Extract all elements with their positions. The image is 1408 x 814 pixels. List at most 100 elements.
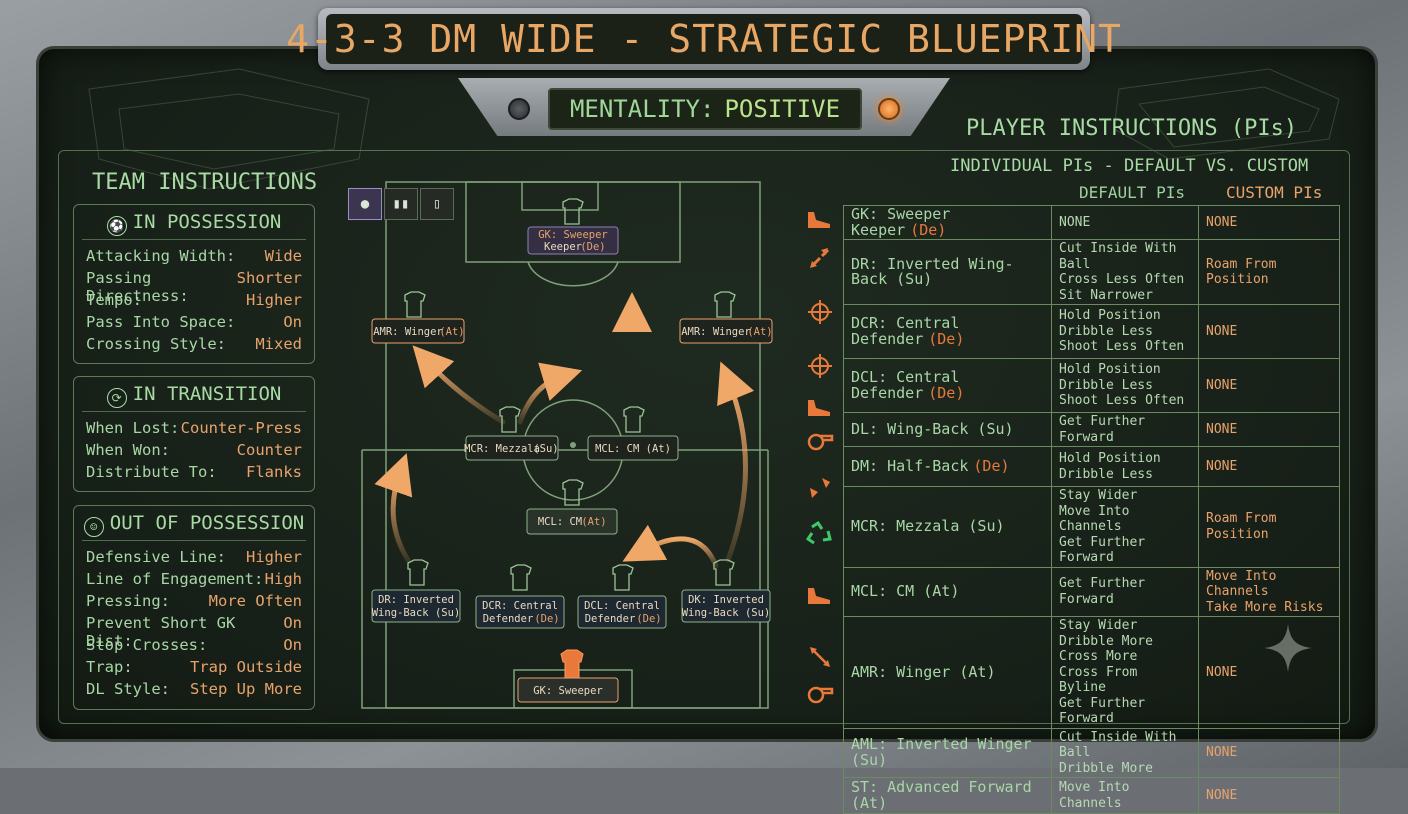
- player-card-mcr[interactable]: [465, 435, 559, 461]
- ti-row[interactable]: Passing Directness:Shorter: [86, 269, 302, 305]
- run-arrow: [622, 524, 719, 569]
- ti-row[interactable]: When Won:Counter: [86, 441, 302, 459]
- ti-row[interactable]: Distribute To:Flanks: [86, 463, 302, 481]
- pi-custom[interactable]: Roam From Position: [1198, 239, 1340, 305]
- shield-icon: ☺: [83, 517, 104, 537]
- player-card-mcl[interactable]: [587, 435, 679, 461]
- goalkeeper-shirt-icon: [560, 649, 584, 679]
- ti-row[interactable]: When Lost:Counter-Press: [86, 419, 302, 437]
- pi-custom[interactable]: NONE: [1198, 777, 1340, 814]
- player-card-gk[interactable]: [527, 226, 619, 255]
- pi-row[interactable]: DR: Inverted Wing-Back (Su)Cut Inside Wi…: [843, 239, 1340, 305]
- mentality-display[interactable]: MENTALITY: POSITIVE: [548, 88, 862, 130]
- ti-row[interactable]: Pass Into Space:On: [86, 313, 302, 331]
- ti-row[interactable]: Crossing Style:Mixed: [86, 335, 302, 353]
- pi-role: DCR: Central Defender(De): [843, 304, 1052, 359]
- player-card-dl[interactable]: [681, 589, 771, 623]
- bar-chart-icon[interactable]: ▮▮: [384, 188, 418, 220]
- team-instructions-title: TEAM INSTRUCTIONS: [92, 170, 318, 195]
- in-transition-title: IN TRANSITION: [132, 383, 282, 405]
- player-card-dcl[interactable]: [577, 595, 667, 629]
- player-card-dr[interactable]: [371, 589, 461, 623]
- pi-role: GK: Sweeper Keeper(De): [843, 205, 1052, 240]
- pi-row[interactable]: AML: Inverted Winger (Su)Cut Inside With…: [843, 727, 1340, 778]
- player-card-amr-right[interactable]: [679, 318, 773, 344]
- player-shirt-icon: [499, 406, 521, 433]
- title-plate: 4-3-3 DM WIDE - STRATEGIC BLUEPRINT: [286, 8, 1121, 70]
- svg-text:DK: Inverted: DK: Inverted: [688, 594, 764, 606]
- ti-row[interactable]: Attacking Width:Wide: [86, 247, 302, 265]
- ti-row[interactable]: Line of Engagement:High: [86, 570, 302, 588]
- player-card-amr-left[interactable]: [371, 318, 465, 344]
- pi-custom[interactable]: NONE: [1198, 446, 1340, 487]
- run-arrow: [717, 361, 755, 563]
- ti-row[interactable]: DL Style:Step Up More: [86, 680, 302, 698]
- pi-default: Get Further Forward: [1051, 412, 1199, 447]
- ti-row[interactable]: Pressing:More Often: [86, 592, 302, 610]
- crosshair-icon: [808, 300, 832, 324]
- ti-row[interactable]: Prevent Short GK Dist:On: [86, 614, 302, 650]
- svg-text:AMR: Winger: AMR: Winger: [373, 326, 443, 338]
- svg-text:(At): (At): [581, 516, 606, 528]
- in-possession-title: IN POSSESSION: [132, 211, 282, 233]
- svg-text:MCR: Mezzala: MCR: Mezzala: [464, 443, 540, 455]
- svg-text:(De): (De): [534, 613, 559, 625]
- dial-knob-right[interactable]: [878, 98, 900, 120]
- ti-row[interactable]: Trap:Trap Outside: [86, 658, 302, 676]
- main-panel: [58, 150, 1350, 724]
- ti-row[interactable]: Stop Crosses:On: [86, 636, 302, 654]
- svg-text:MCL: CM (At): MCL: CM (At): [595, 443, 671, 455]
- player-shirt-icon: [612, 564, 634, 591]
- out-of-possession-box: ☺OUT OF POSSESSION Defensive Line:Higher…: [73, 505, 315, 710]
- whistle-icon: [807, 686, 834, 704]
- sparkle-icon: [1264, 624, 1312, 672]
- pi-role: MCR: Mezzala (Su): [843, 486, 1052, 568]
- player-shirt-icon: [510, 564, 532, 591]
- pi-role: AMR: Winger (At): [843, 616, 1052, 729]
- svg-text:Keeper: Keeper: [544, 241, 582, 253]
- pi-custom[interactable]: NONE: [1198, 727, 1340, 778]
- pi-row[interactable]: ST: Advanced Forward (At)Move Into Chann…: [843, 777, 1340, 814]
- ti-row[interactable]: Defensive Line:Higher: [86, 548, 302, 566]
- dial-knob-left[interactable]: [508, 98, 530, 120]
- run-arrow: [412, 345, 506, 425]
- player-card-mcl-low[interactable]: [526, 508, 618, 535]
- svg-text:(De): (De): [636, 613, 661, 625]
- pi-custom[interactable]: NONE: [1198, 358, 1340, 413]
- pi-custom[interactable]: NONE: [1198, 412, 1340, 447]
- svg-text:(At): (At): [747, 326, 772, 338]
- svg-text:(At): (At): [439, 326, 464, 338]
- ti-row[interactable]: Tempo:Higher: [86, 291, 302, 309]
- tactics-pitch[interactable]: GK: Sweeper Keeper (De) AMR: Winger (At)…: [348, 180, 782, 710]
- pi-custom[interactable]: NONE: [1198, 304, 1340, 359]
- out-of-possession-title: OUT OF POSSESSION: [109, 512, 305, 534]
- pitch-icon[interactable]: ▯: [420, 188, 454, 220]
- pi-custom[interactable]: NONE: [1198, 616, 1340, 729]
- pi-custom[interactable]: NONE: [1198, 205, 1340, 240]
- info-icon[interactable]: ●: [348, 188, 382, 220]
- player-card-gk-bottom[interactable]: [517, 677, 619, 703]
- svg-text:AMR: Winger: AMR: Winger: [681, 326, 751, 338]
- pi-custom[interactable]: Roam From Position: [1198, 486, 1340, 568]
- diagonal-arrows-icon: [810, 248, 830, 268]
- player-shirt-icon: [562, 479, 584, 506]
- player-shirt-icon: [407, 559, 429, 586]
- svg-text:GK: Sweeper: GK: Sweeper: [533, 685, 603, 697]
- diagonal-arrows-icon: [810, 647, 830, 667]
- whistle-icon: [807, 433, 834, 451]
- in-transition-box: ⟳IN TRANSITION When Lost:Counter-Press W…: [73, 376, 315, 492]
- top-goal-box: [521, 181, 599, 211]
- player-card-dcr[interactable]: [475, 595, 565, 629]
